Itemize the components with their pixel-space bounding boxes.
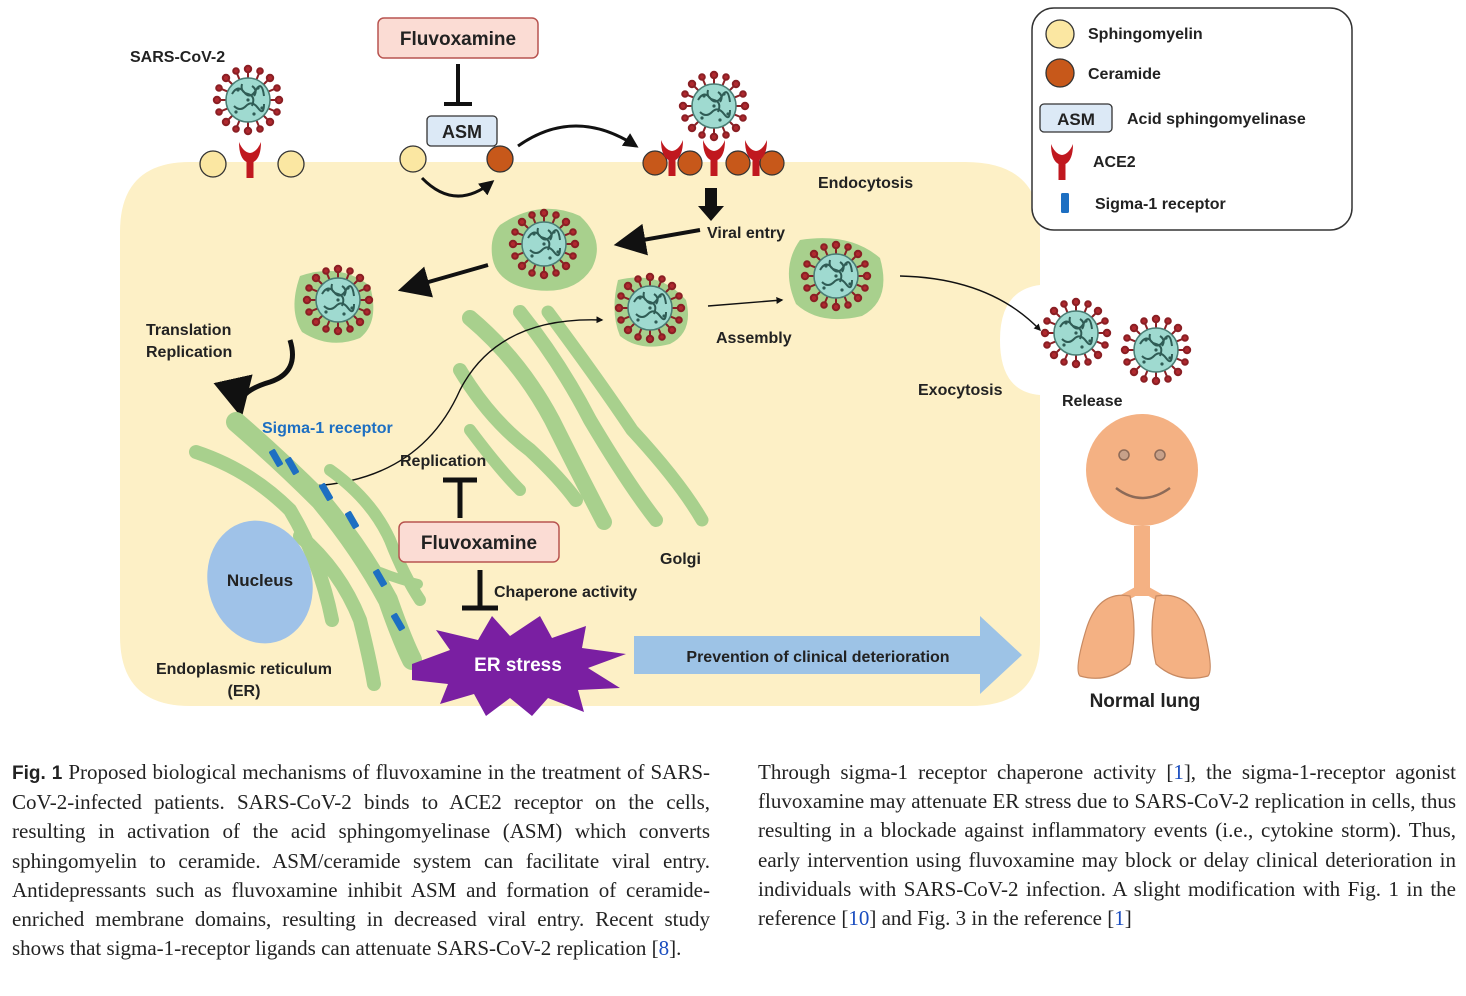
to-replication-arrow bbox=[397, 263, 489, 298]
to-membrane-arrow bbox=[517, 124, 639, 148]
assembly-label: Assembly bbox=[716, 330, 792, 347]
figure-number: Fig. 1 bbox=[12, 763, 63, 784]
eye-icon bbox=[1154, 449, 1166, 461]
ceramide-molecule bbox=[642, 150, 668, 176]
fluvoxamine-top-label: Fluvoxamine bbox=[400, 29, 516, 50]
smile-icon bbox=[1115, 486, 1171, 500]
er-stress-burst bbox=[412, 616, 626, 716]
exocytosis-label: Exocytosis bbox=[918, 382, 1003, 399]
sphingomyelin-molecule bbox=[277, 150, 305, 178]
asm-box bbox=[426, 115, 498, 147]
prevention-label: Prevention of clinical deterioration bbox=[686, 649, 949, 666]
replication-label-upper: Replication bbox=[146, 344, 232, 361]
citation-link[interactable]: 10 bbox=[848, 906, 870, 931]
citation-link[interactable]: 1 bbox=[1173, 760, 1184, 784]
virus-icon bbox=[614, 272, 686, 344]
virus-icon bbox=[212, 64, 284, 136]
citation-link[interactable]: 8 bbox=[658, 936, 670, 961]
virus-icon bbox=[800, 240, 872, 312]
legend-asm-symbol-text: ASM bbox=[1057, 110, 1095, 129]
caption-right-text: ], the sigma-1-receptor agonist fluvoxam… bbox=[758, 760, 1456, 931]
endocytosis-label: Endocytosis bbox=[818, 175, 913, 192]
sphingomyelin-molecule bbox=[399, 145, 427, 173]
legend-ace2-label: ACE2 bbox=[1093, 154, 1136, 171]
asm-swatch bbox=[1039, 103, 1113, 133]
ceramide-swatch bbox=[1045, 58, 1075, 88]
normal-lung-label: Normal lung bbox=[1090, 691, 1201, 712]
caption-right-text: Through sigma-1 receptor chaperone activ… bbox=[758, 760, 1174, 784]
entry-arrow bbox=[613, 223, 701, 256]
caption-left-end: ]. bbox=[669, 936, 682, 961]
fluvoxamine-top-box bbox=[377, 17, 539, 59]
caption-right-column: Through sigma-1 receptor chaperone activ… bbox=[758, 758, 1456, 933]
legend-sigma1-label: Sigma-1 receptor bbox=[1095, 196, 1226, 213]
sphingomyelin-swatch bbox=[1045, 19, 1075, 49]
virus-icon bbox=[1040, 297, 1112, 369]
fluvoxamine-bottom-box bbox=[398, 521, 560, 563]
sigma1-receptor-label: Sigma-1 receptor bbox=[262, 420, 393, 437]
replication-path-arrow bbox=[311, 316, 604, 487]
caption-right-text: ] and Fig. 3 in the reference [ bbox=[869, 906, 1115, 931]
left-lung-icon bbox=[1077, 594, 1135, 679]
nucleus-label: Nucleus bbox=[227, 571, 293, 590]
replication-label: Replication bbox=[400, 453, 486, 470]
virus-icon bbox=[302, 264, 374, 336]
caption-right-text: ] bbox=[1124, 906, 1132, 931]
exocytosis-arrow bbox=[899, 275, 1041, 332]
eye-icon bbox=[1118, 449, 1130, 461]
sphingomyelin-molecule bbox=[199, 150, 227, 178]
chaperone-activity-label: Chaperone activity bbox=[494, 584, 637, 601]
er-label-line2: (ER) bbox=[228, 683, 261, 700]
virus-icon bbox=[1120, 314, 1192, 386]
conversion-arrow bbox=[420, 176, 495, 198]
sars-cov-2-label: SARS-CoV-2 bbox=[130, 49, 225, 66]
ceramide-molecule bbox=[486, 145, 514, 173]
fluvoxamine-bottom-label: Fluvoxamine bbox=[421, 533, 537, 554]
trachea-icon bbox=[1134, 526, 1150, 596]
er-stress-label: ER stress bbox=[474, 655, 562, 676]
legend: Sphingomyelin Ceramide ASM Acid sphingom… bbox=[1031, 7, 1353, 231]
legend-sphingomyelin-label: Sphingomyelin bbox=[1088, 26, 1203, 43]
release-label: Release bbox=[1062, 393, 1123, 410]
legend-ceramide-label: Ceramide bbox=[1088, 66, 1161, 83]
assembly-arrow bbox=[707, 296, 784, 307]
golgi-label: Golgi bbox=[660, 551, 701, 568]
entry-down-arrow bbox=[698, 188, 724, 221]
virus-icon bbox=[678, 70, 750, 142]
to-er-curved-arrow bbox=[213, 339, 295, 418]
sigma1-receptor-icon bbox=[1061, 193, 1069, 213]
virus-icon bbox=[508, 208, 580, 280]
caption-left-text: Proposed biological mechanisms of fluvox… bbox=[12, 760, 710, 961]
asm-label: ASM bbox=[442, 122, 482, 142]
ceramide-molecule bbox=[759, 150, 785, 176]
golgi-apparatus bbox=[453, 305, 709, 530]
nucleus bbox=[207, 520, 313, 644]
er-label-line1: Endoplasmic reticulum bbox=[156, 661, 332, 678]
translation-label: Translation bbox=[146, 322, 231, 339]
viral-entry-label: Viral entry bbox=[707, 225, 785, 242]
citation-link[interactable]: 1 bbox=[1114, 906, 1125, 931]
mechanism-diagram: Sphingomyelin Ceramide ASM Acid sphingom… bbox=[120, 7, 1353, 716]
ceramide-molecule bbox=[677, 150, 703, 176]
prevention-arrow bbox=[634, 616, 1022, 694]
normal-lung-figure bbox=[1077, 414, 1211, 679]
right-lung-icon bbox=[1151, 594, 1211, 679]
ceramide-molecule bbox=[725, 150, 751, 176]
legend-asm-label: Acid sphingomyelinase bbox=[1127, 111, 1306, 128]
face-icon bbox=[1086, 414, 1198, 526]
